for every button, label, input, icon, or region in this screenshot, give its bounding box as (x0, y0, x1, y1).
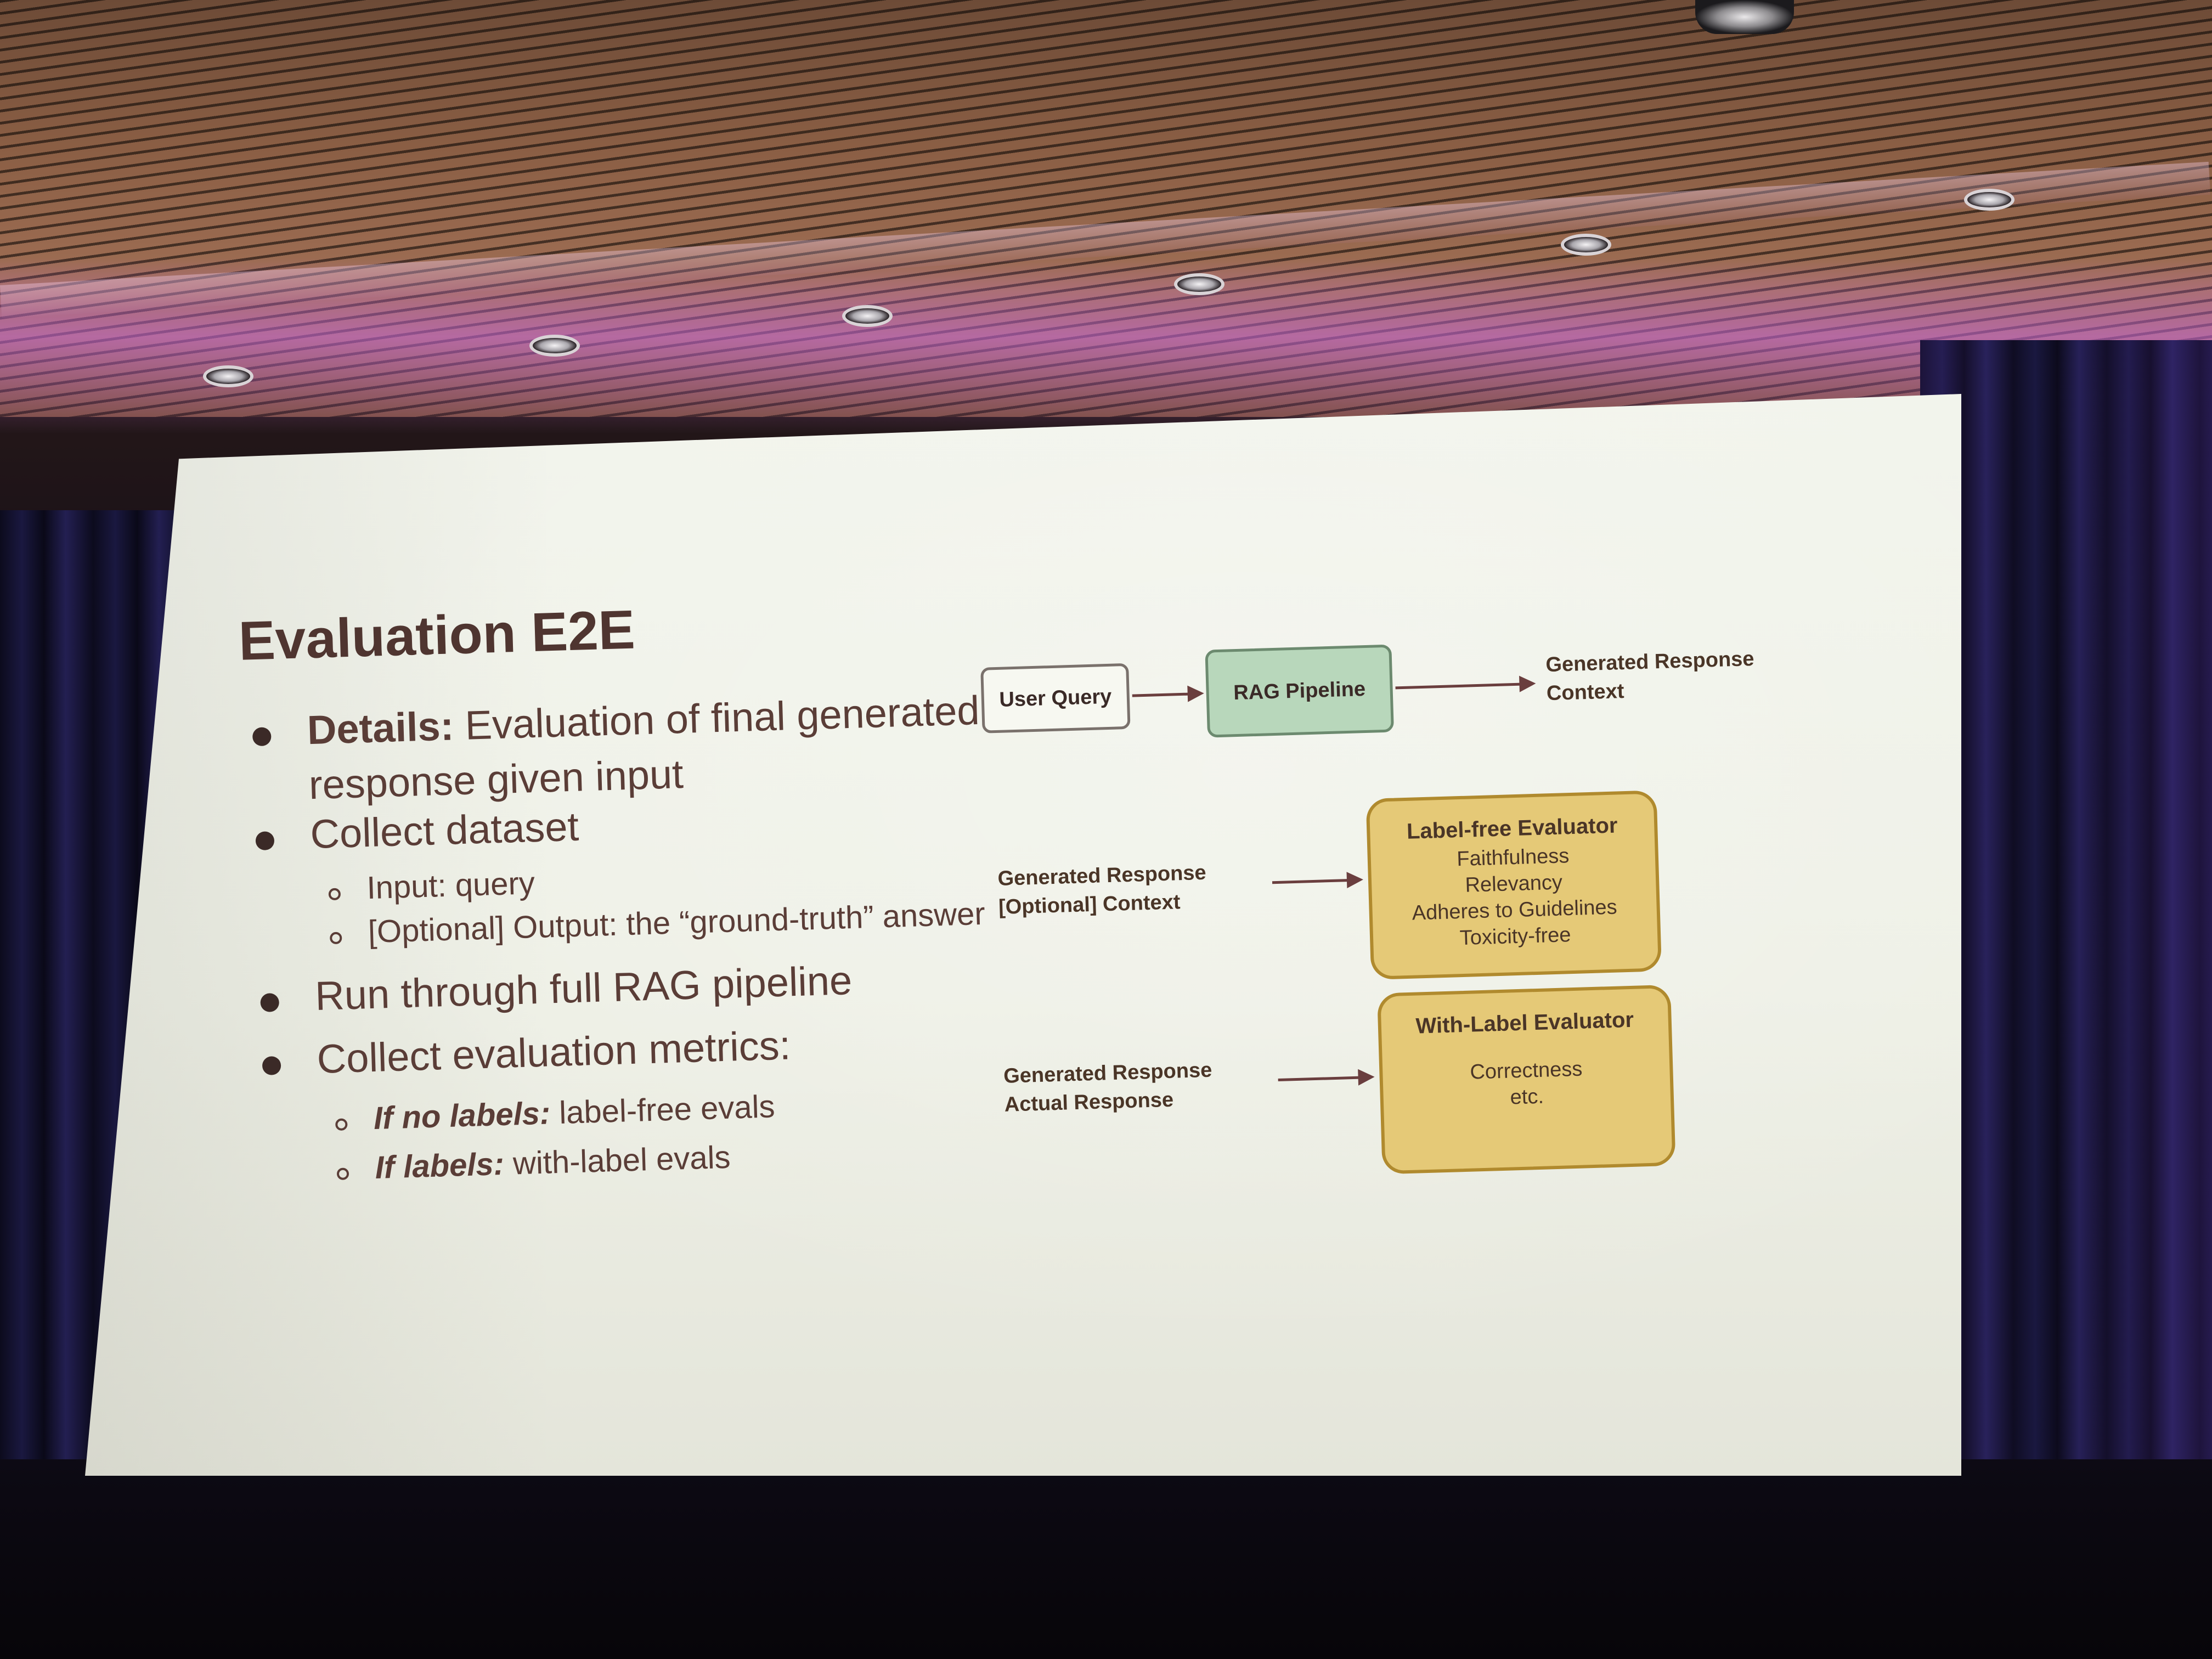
ceiling-light (842, 305, 893, 327)
ceiling-light (203, 365, 253, 387)
sub-bullet-labels: If labels: with-label evals (375, 1139, 731, 1186)
metric-guidelines: Adheres to Guidelines (1412, 895, 1618, 925)
metric-etc: etc. (1510, 1085, 1544, 1109)
bullet-details: Details: Evaluation of final generated (307, 687, 980, 753)
bullet-label: Details: (306, 703, 455, 753)
sub-bullet-no-labels: If no labels: label-free evals (373, 1088, 775, 1137)
label-free-inputs: Generated Response [Optional] Context (997, 859, 1207, 922)
rag-pipeline-box: RAG Pipeline (1205, 644, 1394, 738)
user-query-box: User Query (980, 663, 1131, 733)
bullet-dot (260, 993, 280, 1013)
output-context: Context (1546, 680, 1625, 706)
label-free-evaluator-box: Label-free Evaluator Faithfulness Releva… (1365, 790, 1662, 980)
slide-title: Evaluation E2E (238, 599, 636, 672)
bullet-details-continued: response given input (308, 751, 684, 808)
bullet-collect-metrics: Collect evaluation metrics: (316, 1022, 792, 1082)
with-label-evaluator-title: With-Label Evaluator (1415, 1007, 1634, 1039)
stage-floor (0, 1459, 2212, 1659)
slide: Evaluation E2E Details: Evaluation of fi… (88, 495, 1922, 1371)
bullet-collect-dataset: Collect dataset (309, 803, 580, 857)
sub-bullet-label: If no labels: (373, 1095, 551, 1136)
ceiling-light (1561, 234, 1611, 256)
with-label-inputs: Generated Response Actual Response (1003, 1056, 1213, 1119)
sub-bullet-text: with-label evals (512, 1139, 731, 1182)
arrow-query-to-rag (1132, 692, 1201, 697)
arrow-to-label-free (1272, 878, 1361, 884)
bullet-run-pipeline: Run through full RAG pipeline (314, 957, 853, 1019)
with-label-evaluator-box: With-Label Evaluator Correctness etc. (1377, 984, 1676, 1175)
sub-bullet-text: label-free evals (558, 1088, 776, 1131)
ceiling-light (1174, 273, 1224, 295)
output-label: Generated Response Context (1545, 645, 1756, 708)
label-free-evaluator-title: Label-free Evaluator (1406, 813, 1618, 844)
arrow-to-with-label (1278, 1076, 1372, 1082)
sub-bullet-circle (328, 888, 341, 901)
metric-relevancy: Relevancy (1464, 871, 1563, 897)
ceiling-light (1964, 189, 2015, 211)
metric-toxicity-free: Toxicity-free (1459, 923, 1572, 950)
right-curtain (1920, 340, 2212, 1659)
sub-bullet-label: If labels: (374, 1146, 505, 1186)
bullet-dot (262, 1056, 281, 1075)
metric-correctness: Correctness (1469, 1057, 1583, 1084)
bullet-text: Evaluation of final generated (464, 687, 980, 748)
bullet-dot (255, 831, 275, 851)
bullet-dot (252, 727, 272, 747)
ceiling-light (529, 335, 580, 357)
ceiling-camera (1695, 0, 1794, 34)
sub-bullet-circle (336, 1167, 349, 1181)
metric-faithfulness: Faithfulness (1456, 844, 1570, 871)
sub-bullet-input: Input: query (366, 865, 535, 906)
sub-bullet-circle (329, 932, 342, 945)
input-actual-response: Actual Response (1004, 1088, 1174, 1116)
arrow-rag-to-output (1395, 682, 1533, 690)
input-optional-context: [Optional] Context (998, 890, 1181, 919)
sub-bullet-circle (335, 1118, 348, 1131)
